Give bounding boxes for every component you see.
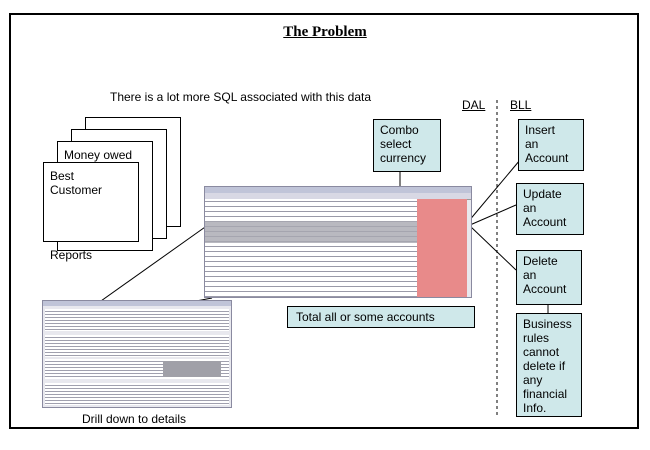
bll-label: BLL bbox=[510, 98, 532, 112]
diagram-frame bbox=[9, 13, 639, 429]
grid-selected-rows bbox=[205, 221, 417, 243]
dal-label: DAL bbox=[462, 98, 486, 112]
business-rules-box: Business rules cannot delete if any fina… bbox=[516, 313, 582, 417]
grid-titlebar bbox=[205, 187, 471, 193]
delete-account-box: Delete an Account bbox=[516, 250, 582, 305]
insert-account-box: Insert an Account bbox=[518, 119, 584, 171]
drill-shaded-block bbox=[163, 361, 221, 377]
drill-titlebar bbox=[43, 301, 231, 306]
drill-header-panel bbox=[45, 309, 229, 331]
accounts-grid-screenshot bbox=[204, 186, 472, 298]
update-account-box: Update an Account bbox=[516, 183, 584, 235]
report-page-best-customer: Best Customer bbox=[43, 162, 139, 242]
grid-currency-column bbox=[417, 199, 467, 297]
delete-connector bbox=[469, 225, 517, 271]
update-connector bbox=[469, 204, 517, 226]
drill-footer-panel bbox=[45, 383, 229, 405]
reports-label: Reports bbox=[50, 248, 93, 262]
report-best-customer-label: Best Customer bbox=[50, 169, 103, 197]
drill-down-label: Drill down to details bbox=[82, 412, 187, 426]
drill-down-screenshot bbox=[42, 300, 232, 408]
grid-rows bbox=[205, 199, 417, 297]
report-money-owed-label: Money owed bbox=[64, 148, 133, 162]
combo-select-callout: Combo select currency bbox=[373, 119, 441, 172]
page-title: The Problem bbox=[283, 24, 367, 40]
insert-connector bbox=[467, 159, 521, 223]
total-accounts-callout: Total all or some accounts bbox=[287, 306, 475, 328]
drill-detail-panel bbox=[45, 335, 229, 357]
subtitle: There is a lot more SQL associated with … bbox=[110, 90, 372, 104]
